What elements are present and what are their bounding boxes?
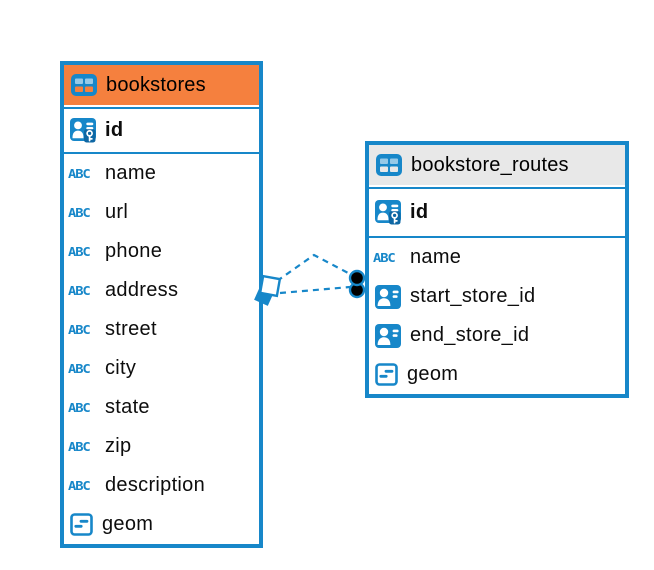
column-label: start_store_id: [410, 285, 536, 307]
foreign-key-icon: [375, 284, 401, 309]
column-row[interactable]: ABC zip: [64, 427, 259, 466]
text-type-icon: ABC: [68, 283, 91, 298]
column-row[interactable]: ABC phone: [64, 232, 259, 271]
column-row[interactable]: geom: [369, 355, 625, 394]
column-label: zip: [105, 435, 132, 457]
column-row[interactable]: ABC state: [64, 388, 259, 427]
foreign-key-icon: [375, 323, 401, 348]
column-label: geom: [102, 513, 154, 535]
column-label: address: [105, 279, 179, 301]
relationship-diamond-icon[interactable]: [258, 274, 282, 298]
column-row[interactable]: ABC city: [64, 349, 259, 388]
primary-key-section: id: [369, 189, 625, 236]
column-row[interactable]: ABC description: [64, 466, 259, 505]
column-label: description: [105, 474, 206, 496]
columns-section: ABC name start_store_id end_store_id geom: [369, 238, 625, 394]
column-label: id: [105, 119, 124, 141]
column-row[interactable]: ABC address: [64, 271, 259, 310]
column-label: id: [410, 201, 429, 223]
column-label: url: [105, 201, 129, 223]
column-row[interactable]: ABC url: [64, 193, 259, 232]
key-divider: [64, 152, 259, 154]
header-divider: [64, 107, 259, 109]
table-title: bookstores: [106, 73, 206, 96]
primary-key-section: id: [64, 109, 259, 152]
column-label: street: [105, 318, 157, 340]
geometry-type-icon: [70, 513, 93, 536]
text-type-icon: ABC: [68, 205, 91, 220]
column-label: phone: [105, 240, 163, 262]
header-divider: [369, 187, 625, 189]
column-label: geom: [407, 363, 459, 385]
column-label: city: [105, 357, 137, 379]
text-type-icon: ABC: [373, 250, 396, 265]
column-row[interactable]: ABC name: [369, 238, 625, 277]
column-row[interactable]: ABC name: [64, 154, 259, 193]
table-icon: [376, 154, 402, 176]
text-type-icon: ABC: [68, 322, 91, 337]
column-label: state: [105, 396, 150, 418]
relationship-line[interactable]: [276, 253, 353, 282]
column-label: end_store_id: [410, 324, 530, 346]
column-row[interactable]: id: [369, 189, 625, 236]
text-type-icon: ABC: [68, 439, 91, 454]
column-row[interactable]: id: [64, 109, 259, 152]
primary-key-icon: [375, 200, 401, 225]
table-header[interactable]: bookstores: [64, 65, 259, 105]
table-title: bookstore_routes: [411, 153, 569, 176]
relationship-line[interactable]: [279, 285, 351, 295]
table-header[interactable]: bookstore_routes: [369, 145, 625, 185]
text-type-icon: ABC: [68, 400, 91, 415]
column-row[interactable]: start_store_id: [369, 277, 625, 316]
column-label: name: [105, 162, 157, 184]
text-type-icon: ABC: [68, 478, 91, 493]
key-divider: [369, 236, 625, 238]
relationship-endpoint-dot[interactable]: [348, 281, 366, 299]
column-row[interactable]: end_store_id: [369, 316, 625, 355]
relationship-endpoint-dot[interactable]: [348, 269, 366, 287]
column-row[interactable]: ABC street: [64, 310, 259, 349]
text-type-icon: ABC: [68, 166, 91, 181]
column-row[interactable]: geom: [64, 505, 259, 544]
primary-key-icon: [70, 118, 96, 143]
geometry-type-icon: [375, 363, 398, 386]
table-icon: [71, 74, 97, 96]
column-label: name: [410, 246, 462, 268]
text-type-icon: ABC: [68, 244, 91, 259]
text-type-icon: ABC: [68, 361, 91, 376]
